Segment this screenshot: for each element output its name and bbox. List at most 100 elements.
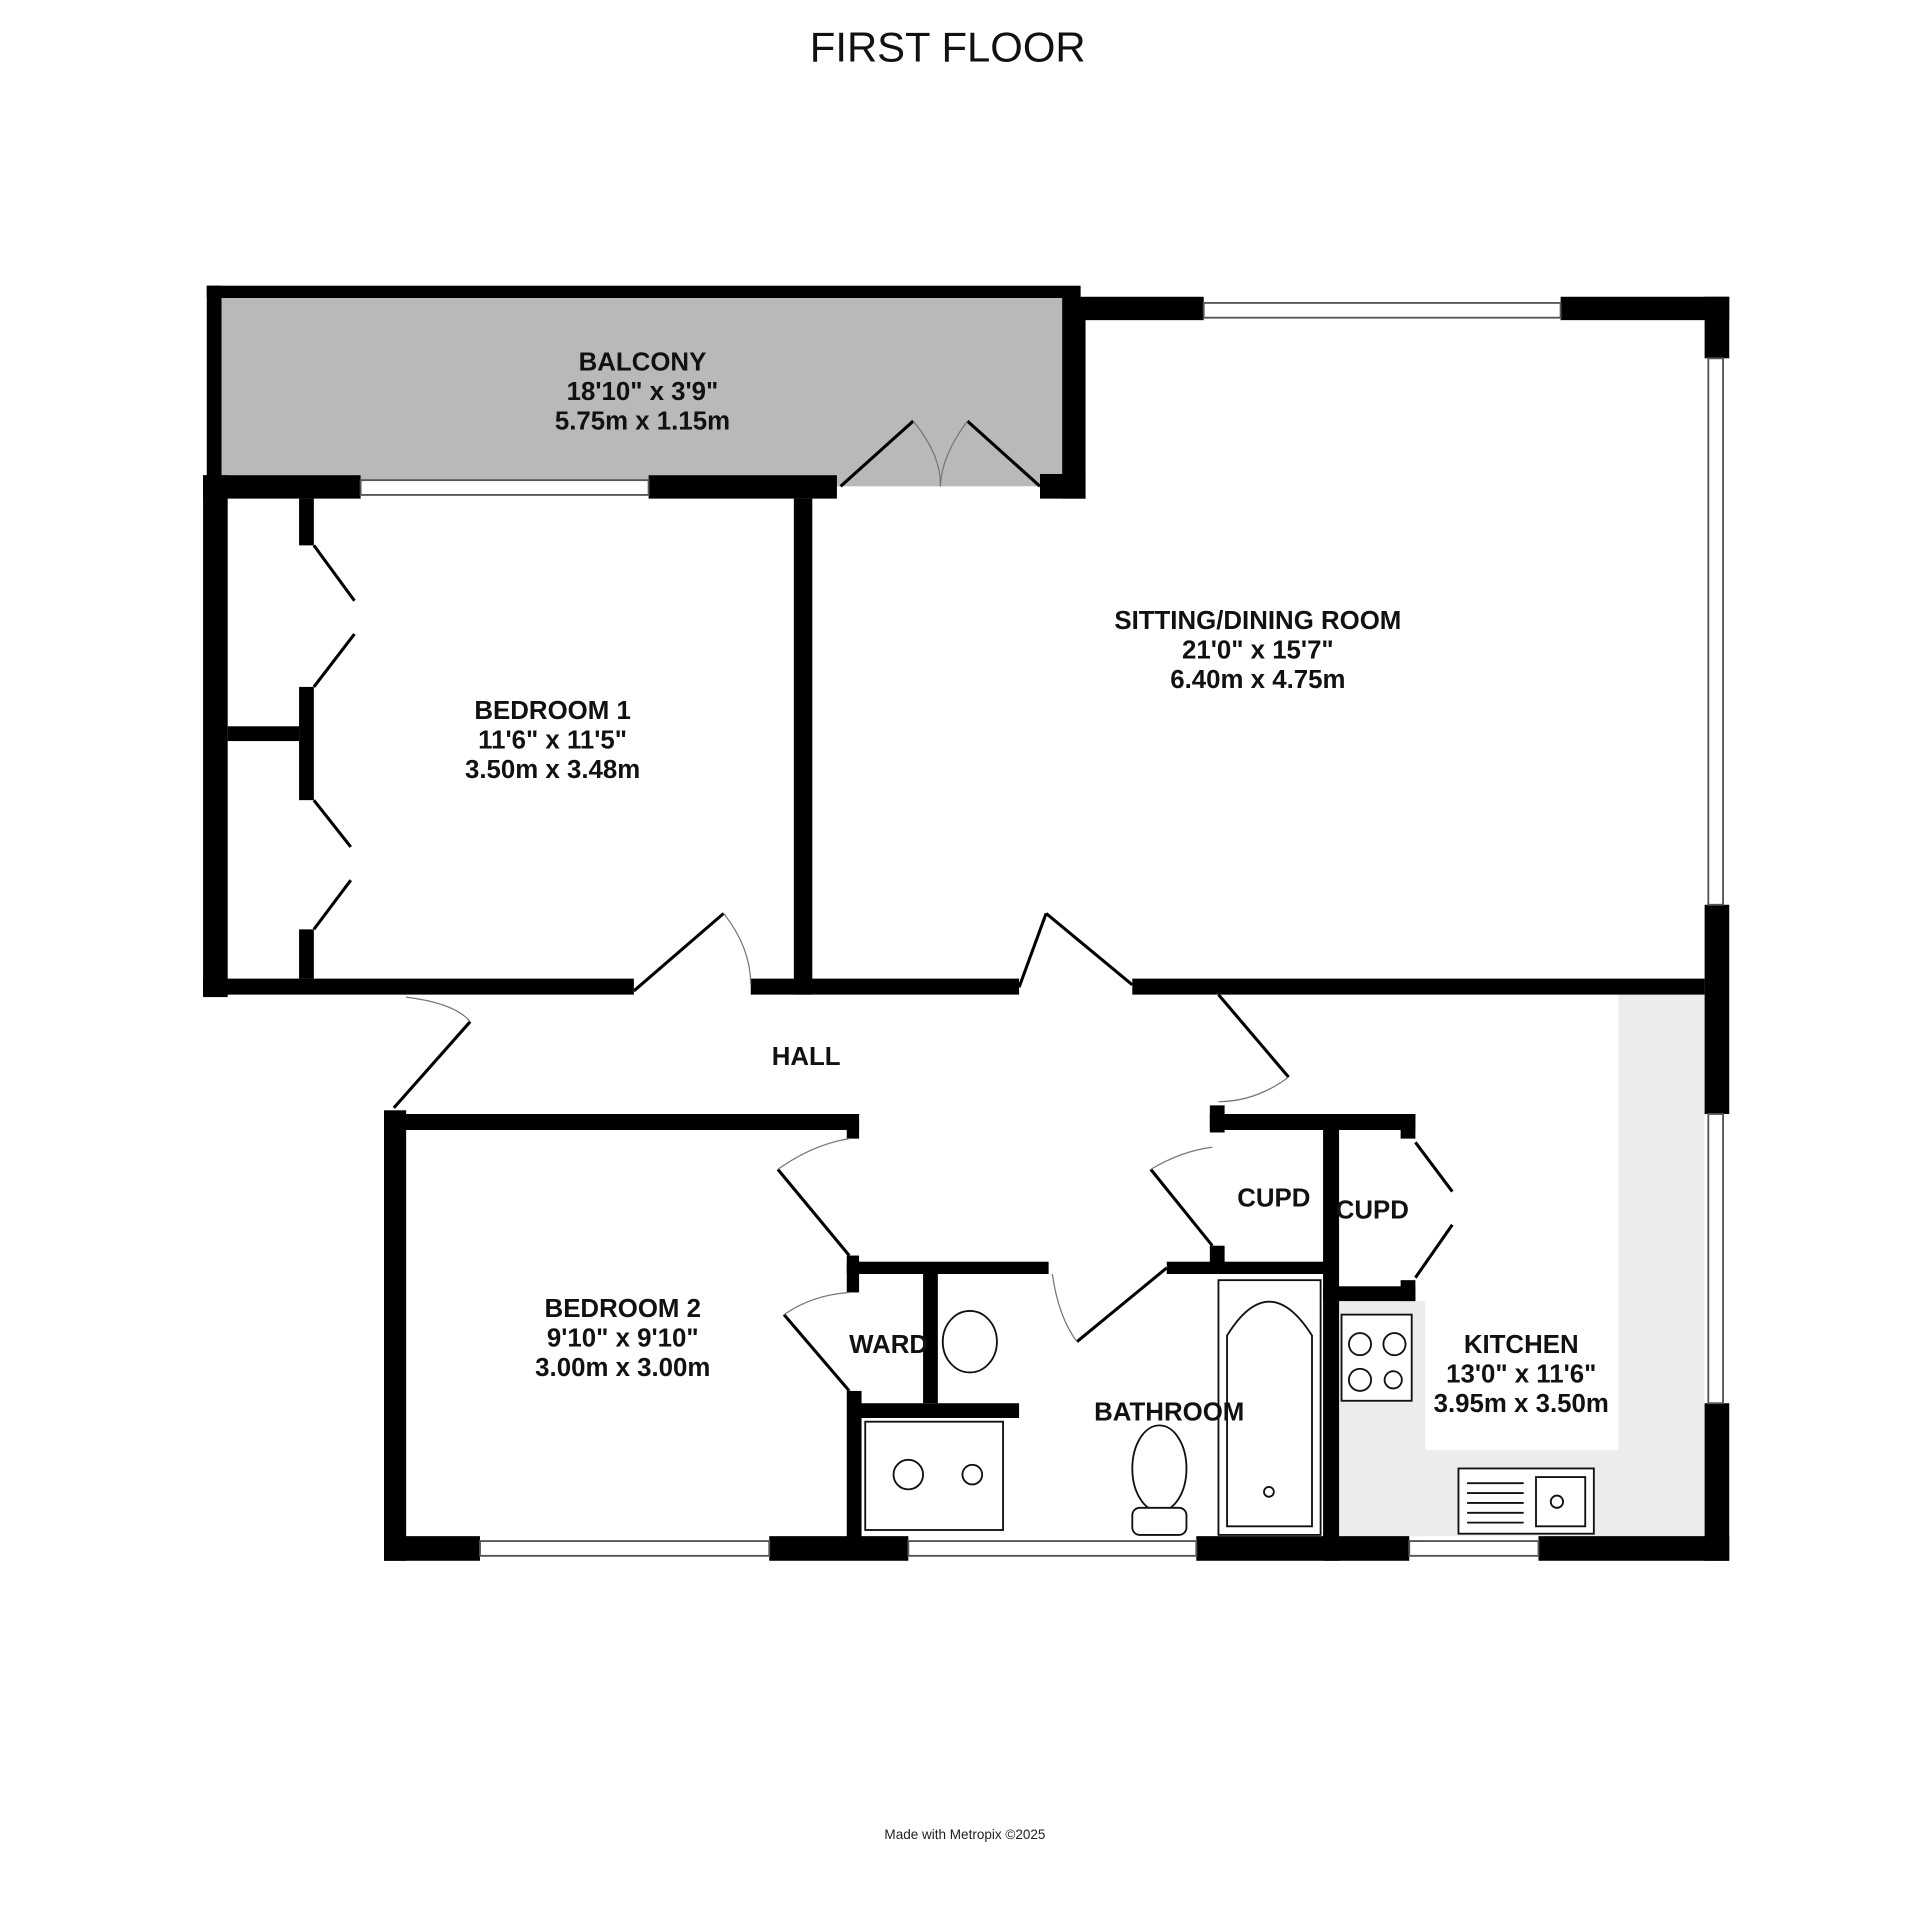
window xyxy=(1707,357,1725,906)
label-cupd1: CUPD xyxy=(1237,1184,1310,1212)
wall xyxy=(1166,1261,1336,1274)
fixture-detail xyxy=(1549,1494,1564,1509)
door-swing xyxy=(723,913,752,985)
door-leaf xyxy=(1017,912,1048,988)
wall xyxy=(1400,1114,1416,1139)
toilet-basin-icon xyxy=(941,1310,998,1374)
door-swing xyxy=(777,1138,850,1170)
door-swing xyxy=(1150,1146,1213,1170)
wall xyxy=(1040,474,1086,499)
wall xyxy=(1323,1114,1340,1561)
wall xyxy=(1196,1536,1410,1561)
door-leaf xyxy=(312,799,352,848)
toilet-cistern-icon xyxy=(1131,1506,1188,1536)
door-leaf xyxy=(392,1020,472,1109)
wall xyxy=(1704,904,1730,1114)
footer-credit: Made with Metropix ©2025 xyxy=(884,1827,1045,1842)
wall xyxy=(203,475,228,998)
room-bedroom-2-name: BEDROOM 2 xyxy=(545,1295,701,1323)
door-leaf xyxy=(1149,1168,1214,1247)
door-leaf xyxy=(312,633,356,688)
window xyxy=(1202,302,1562,319)
plan-title: FIRST FLOOR xyxy=(810,24,1086,71)
wall xyxy=(1209,1245,1225,1271)
toilet-basin-icon xyxy=(1131,1424,1188,1513)
fixture-detail xyxy=(1383,1370,1403,1390)
room-kitchen-imperial: 13'0" x 11'6" xyxy=(1446,1360,1596,1388)
wall xyxy=(846,1261,1049,1274)
room-balcony-imperial: 18'10" x 3'9" xyxy=(567,378,719,406)
wall xyxy=(923,1274,938,1404)
wall xyxy=(299,498,314,546)
door-swing xyxy=(783,1291,850,1316)
wall xyxy=(1323,1286,1416,1302)
label-hall: HALL xyxy=(772,1043,841,1071)
door-leaf xyxy=(966,419,1042,488)
wall xyxy=(206,285,1081,298)
room-sitting-dining-imperial: 21'0" x 15'7" xyxy=(1182,637,1334,665)
fixture-detail xyxy=(961,1463,984,1486)
wall xyxy=(1538,1536,1730,1561)
wall xyxy=(384,1114,860,1130)
wall xyxy=(206,285,222,487)
room-bedroom-1-imperial: 11'6" x 11'5" xyxy=(478,726,627,754)
room-kitchen-metric: 3.95m x 3.50m xyxy=(1434,1390,1609,1418)
window xyxy=(907,1540,1198,1557)
door-leaf xyxy=(312,544,356,602)
bath-icon xyxy=(1226,1300,1313,1528)
wall xyxy=(1132,978,1705,995)
door-swing xyxy=(939,420,968,487)
wall xyxy=(1704,296,1730,359)
label-ward: WARD xyxy=(849,1331,928,1359)
wall xyxy=(1209,1114,1416,1130)
door-leaf xyxy=(1075,1266,1168,1343)
fixtures xyxy=(864,1279,1595,1536)
wall xyxy=(1080,296,1204,321)
room-bedroom-1-metric: 3.50m x 3.48m xyxy=(465,756,640,784)
room-balcony-name: BALCONY xyxy=(579,349,707,377)
room-kitchen-name: KITCHEN xyxy=(1464,1331,1579,1359)
wall xyxy=(203,978,634,995)
door-leaf xyxy=(1414,1223,1454,1279)
doors xyxy=(312,419,1454,1392)
label-cupd2: CUPD xyxy=(1336,1197,1409,1225)
wall xyxy=(750,978,1020,995)
wall xyxy=(299,686,314,801)
wall xyxy=(648,475,837,499)
door-leaf xyxy=(632,912,725,993)
wall xyxy=(384,1110,407,1561)
wall xyxy=(793,498,813,995)
room-bedroom-2-imperial: 9'10" x 9'10" xyxy=(547,1325,699,1353)
door-swing xyxy=(1051,1273,1078,1343)
fixture-detail xyxy=(1348,1367,1372,1392)
window xyxy=(359,479,650,496)
window xyxy=(1707,1113,1725,1405)
door-swing xyxy=(1218,1076,1289,1103)
room-bedroom-2-metric: 3.00m x 3.00m xyxy=(535,1354,710,1382)
wall xyxy=(1704,1403,1730,1561)
door-swing xyxy=(406,996,471,1023)
door-leaf xyxy=(776,1168,851,1257)
wall xyxy=(859,1403,1020,1418)
wall xyxy=(203,475,361,499)
kitchen-worktops xyxy=(1339,994,1705,1537)
fixture-detail xyxy=(1348,1332,1372,1357)
door-leaf xyxy=(839,419,915,488)
walls xyxy=(203,285,1730,1561)
wall xyxy=(1062,298,1086,499)
wall xyxy=(1400,1280,1416,1302)
door-leaf xyxy=(1045,912,1134,986)
room-bedroom-1-name: BEDROOM 1 xyxy=(474,697,630,725)
window xyxy=(479,1540,771,1557)
room-sitting-dining-metric: 6.40m x 4.75m xyxy=(1170,666,1345,694)
wall xyxy=(846,1390,862,1539)
worktop xyxy=(1618,994,1705,1537)
wall xyxy=(846,1114,860,1139)
window xyxy=(1408,1540,1540,1557)
fixture-detail xyxy=(1382,1332,1407,1357)
wall xyxy=(227,726,300,742)
fixture-detail xyxy=(892,1458,925,1491)
fixture-detail xyxy=(1263,1486,1275,1498)
